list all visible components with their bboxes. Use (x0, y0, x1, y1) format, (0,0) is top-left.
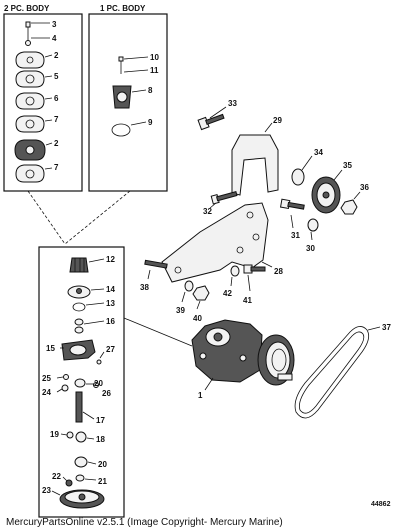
callout-3: 3 (52, 20, 57, 29)
diagram-reference-number: 44862 (371, 501, 391, 508)
drive-belt: 37 (294, 323, 391, 419)
callout-38: 38 (140, 283, 149, 292)
callout-6: 6 (54, 94, 59, 103)
callout-35: 35 (343, 161, 352, 170)
callout-32: 32 (203, 207, 212, 216)
seawater-pump-assembly: 1 (191, 319, 295, 400)
callout-36: 36 (360, 183, 369, 192)
callout-17: 17 (96, 416, 105, 425)
callout-33: 33 (228, 99, 237, 108)
callout-23: 23 (42, 486, 51, 495)
callout-41: 41 (243, 296, 252, 305)
two-piece-body-header: 2 PC. BODY (4, 4, 50, 13)
callout-12: 12 (106, 255, 115, 264)
callout-27: 27 (106, 345, 115, 354)
callout-20: 20 (94, 379, 103, 388)
callout-10: 10 (150, 53, 159, 62)
impeller (69, 257, 89, 273)
callout-16: 16 (106, 317, 115, 326)
callout-15: 15 (46, 344, 55, 353)
one-piece-body-box: 1 PC. BODY 10 11 8 9 (88, 4, 168, 192)
gasket-plate-stack (14, 51, 46, 183)
pump-breakdown-box: 12 14 13 16 15 27 25 24 20 26 17 19 18 2… (38, 246, 125, 518)
callout-2: 2 (54, 51, 59, 60)
callout-7-second: 7 (54, 163, 59, 172)
callout-7: 7 (54, 115, 59, 124)
callout-9: 9 (148, 118, 153, 127)
callout-13: 13 (106, 299, 115, 308)
callout-28: 28 (274, 267, 283, 276)
callout-42: 42 (223, 289, 232, 298)
pump-body (191, 319, 263, 383)
mounting-bracket-main (161, 202, 269, 283)
callout-11: 11 (150, 66, 159, 75)
callout-37: 37 (382, 323, 391, 332)
callout-14: 14 (106, 285, 115, 294)
callout-1: 1 (198, 391, 203, 400)
callout-18: 18 (96, 435, 105, 444)
callout-40: 40 (193, 314, 202, 323)
callout-25: 25 (42, 374, 51, 383)
callout-30: 30 (306, 244, 315, 253)
callout-8: 8 (148, 86, 153, 95)
callout-24: 24 (42, 388, 51, 397)
o-ring (111, 123, 131, 137)
pump-shaft (75, 391, 83, 423)
bracket-assembly: 33 29 34 35 36 32 31 30 28 38 39 40 42 4… (140, 99, 369, 323)
mounting-bracket-top (231, 134, 279, 196)
callout-4: 4 (52, 34, 57, 43)
callout-29: 29 (273, 116, 282, 125)
callout-34: 34 (314, 148, 323, 157)
callout-26: 26 (102, 389, 111, 398)
callout-2-second: 2 (54, 139, 59, 148)
callout-31: 31 (291, 231, 300, 240)
callout-5: 5 (54, 72, 59, 81)
callout-21: 21 (98, 477, 107, 486)
two-piece-body-box: 2 PC. BODY 3 4 2 5 (3, 4, 83, 192)
callout-19: 19 (50, 430, 59, 439)
callout-39: 39 (176, 306, 185, 315)
one-piece-body-header: 1 PC. BODY (100, 4, 146, 13)
callout-22: 22 (52, 472, 61, 481)
copyright-footer: MercuryPartsOnline v2.5.1 (Image Copyrig… (6, 517, 283, 528)
callout-20-second: 20 (98, 460, 107, 469)
